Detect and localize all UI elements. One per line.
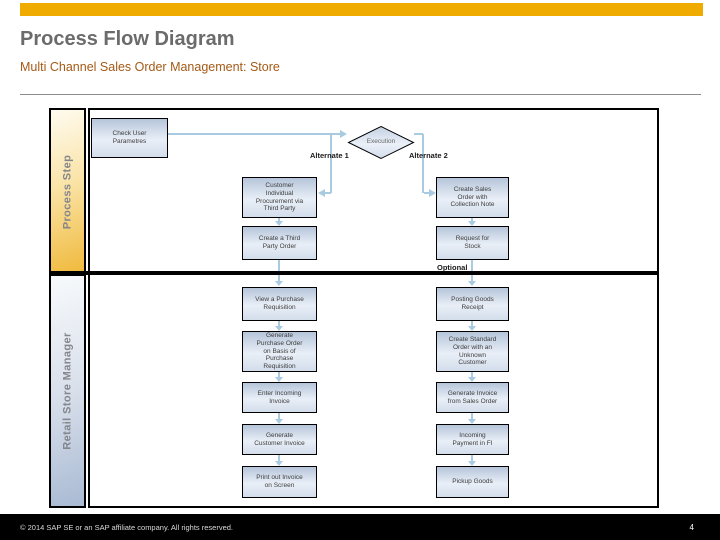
- footer-copyright: © 2014 SAP SE or an SAP affiliate compan…: [20, 522, 234, 532]
- connector-right-1: [471, 218, 473, 222]
- branch-label-alternate-2: Alternate 2: [409, 151, 448, 160]
- arrowhead-left-5-icon: [275, 419, 283, 424]
- arrowhead-alternate1-icon: [318, 189, 325, 197]
- arrowhead-left-6-icon: [275, 461, 283, 466]
- connector-left-5: [278, 413, 280, 419]
- decision-label: Execution: [366, 138, 396, 145]
- header-rule: [20, 94, 701, 95]
- arrowhead-right-3-icon: [468, 326, 476, 331]
- step-generate-invoice-from-sales-order: Generate Invoice from Sales Order: [436, 382, 509, 413]
- step-print-out-invoice: Print out Invoice on Screen: [242, 466, 317, 498]
- swimlane-label-column: Process Step Retail Store Manager: [49, 108, 86, 508]
- arrowhead-right-5-icon: [468, 419, 476, 424]
- step-incoming-payment-fi: Incoming Payment in FI: [436, 424, 509, 455]
- connector-right-3: [471, 321, 473, 326]
- lane-divider: [49, 271, 659, 275]
- arrowhead-left-2-icon: [275, 281, 283, 286]
- connector-alternate2-horizontal: [424, 192, 430, 194]
- page-subtitle: Multi Channel Sales Order Management: St…: [20, 60, 280, 74]
- connector-right-4: [471, 372, 473, 377]
- connector-left-6: [278, 455, 280, 461]
- connector-alternate2-vertical: [422, 134, 424, 193]
- step-generate-customer-invoice: Generate Customer Invoice: [242, 424, 317, 455]
- swimlane-label-retail-store-manager: Retail Store Manager: [61, 332, 74, 450]
- arrowhead-left-3-icon: [275, 326, 283, 331]
- connector-alternate1-vertical: [330, 134, 332, 193]
- arrowhead-left-4-icon: [275, 377, 283, 382]
- connector-right-6: [471, 455, 473, 461]
- arrowhead-into-decision-icon: [340, 130, 347, 138]
- arrowhead-right-2-icon: [468, 281, 476, 286]
- step-posting-goods-receipt: Posting Goods Receipt: [436, 287, 509, 321]
- swimlane-process-step: Process Step: [51, 110, 84, 276]
- connector-alternate1-horizontal: [325, 192, 331, 194]
- branch-label-alternate-1: Alternate 1: [310, 151, 349, 160]
- accent-bar: [20, 3, 703, 16]
- connector-left-2: [278, 260, 280, 281]
- step-request-for-stock: Request for Stock: [436, 226, 509, 260]
- step-customer-individual-procurement: Customer Individual Procurement via Thir…: [242, 177, 317, 218]
- diagram-area: [88, 108, 659, 508]
- connector-left-3: [278, 321, 280, 326]
- step-enter-incoming-invoice: Enter Incoming Invoice: [242, 382, 317, 413]
- decision-diamond: [347, 125, 415, 160]
- arrowhead-left-1-icon: [275, 221, 283, 226]
- connector-start-to-decision: [168, 133, 340, 135]
- step-create-third-party-order: Create a Third Party Order: [242, 226, 317, 260]
- swimlane-retail-store-manager: Retail Store Manager: [51, 276, 84, 506]
- connector-decision-out: [414, 133, 423, 135]
- step-create-standard-order-unknown-customer: Create Standard Order with an Unknown Cu…: [436, 331, 509, 372]
- arrowhead-alternate2-icon: [429, 189, 436, 197]
- arrowhead-right-1-icon: [468, 221, 476, 226]
- arrowhead-right-4-icon: [468, 377, 476, 382]
- page-number: 4: [689, 522, 694, 532]
- connector-left-1: [278, 218, 280, 222]
- arrowhead-right-6-icon: [468, 461, 476, 466]
- step-check-user-parametres: Check User Parametres: [91, 118, 168, 158]
- footer-bar: © 2014 SAP SE or an SAP affiliate compan…: [0, 514, 720, 540]
- step-pickup-goods: Pickup Goods: [436, 466, 509, 498]
- step-generate-purchase-order: Generate Purchase Order on Basis of Purc…: [242, 331, 317, 372]
- page-title: Process Flow Diagram: [20, 28, 235, 50]
- step-view-purchase-requisition: View a Purchase Requisition: [242, 287, 317, 321]
- connector-left-4: [278, 372, 280, 377]
- connector-right-2: [471, 260, 473, 281]
- step-create-sales-order-collection-note: Create Sales Order with Collection Note: [436, 177, 509, 218]
- swimlane-label-process-step: Process Step: [61, 154, 74, 229]
- optional-label: Optional: [437, 263, 468, 272]
- connector-right-5: [471, 413, 473, 419]
